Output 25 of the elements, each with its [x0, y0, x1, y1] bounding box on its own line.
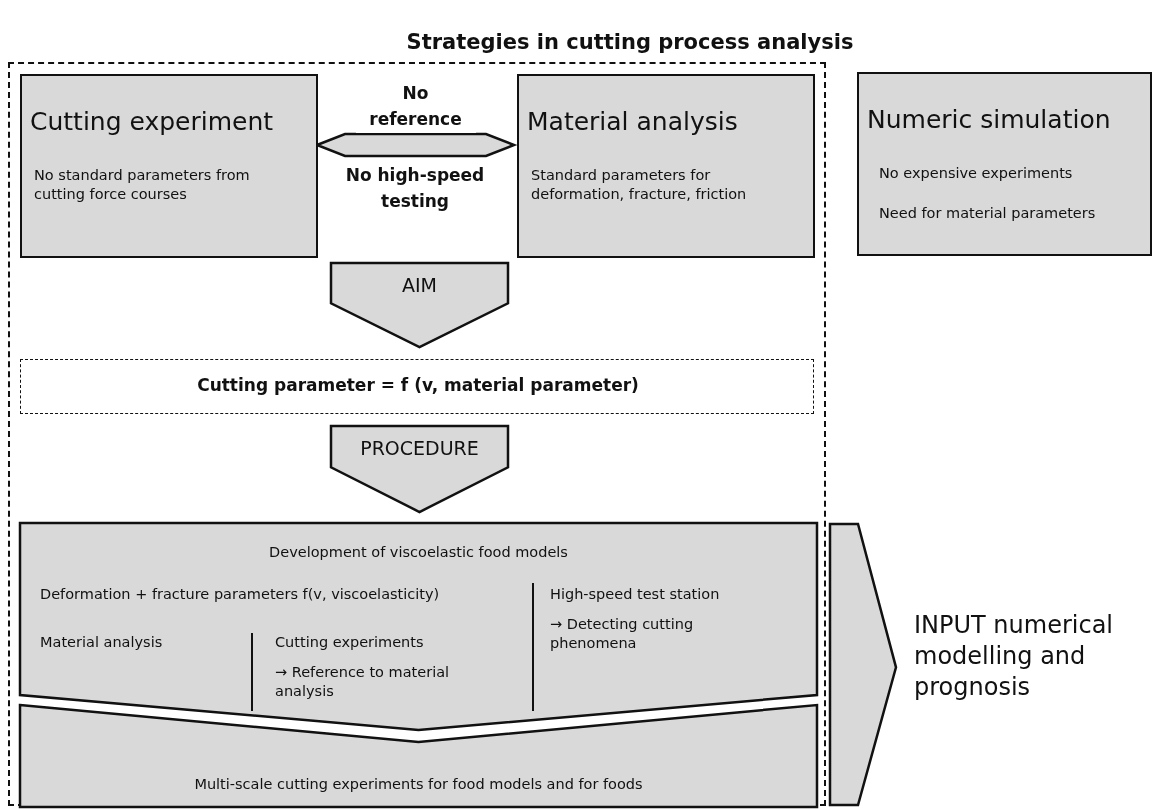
- process-box: [857, 72, 1152, 256]
- description: No expensive experiments: [879, 164, 1074, 183]
- text: Cutting experiments: [275, 633, 425, 652]
- process-box: [517, 74, 815, 258]
- heading: AIM: [401, 273, 438, 298]
- heading: Numeric simulation: [867, 104, 1112, 136]
- text: Material analysis: [40, 633, 164, 652]
- text: → Detecting cutting phenomena: [550, 615, 695, 653]
- text: → Reference to material analysis: [275, 663, 451, 701]
- text: High-speed test station: [550, 585, 721, 604]
- heading: Cutting parameter = f (v, material parameter): [196, 374, 640, 397]
- description: Standard parameters for deformation, fracture, friction: [531, 166, 748, 204]
- side-text: INPUT numerical modelling and prognosis: [914, 610, 1115, 704]
- heading: Multi-scale cutting experiments for food models and for foods: [193, 775, 644, 794]
- title: Strategies in cutting process analysis: [405, 30, 855, 54]
- description: No standard parameters from cutting force courses: [34, 166, 251, 204]
- heading: Cutting experiment: [30, 106, 275, 138]
- text: Development of viscoelastic food models: [268, 543, 569, 562]
- dashed-frame: [8, 62, 826, 806]
- formula-box: [20, 359, 814, 414]
- heading: PROCEDURE: [359, 436, 480, 461]
- heading: Material analysis: [527, 106, 739, 138]
- process-box: [20, 74, 318, 258]
- description: Need for material parameters: [879, 204, 1097, 223]
- text: Deformation + fracture parameters f(v, viscoelasticity): [40, 585, 441, 604]
